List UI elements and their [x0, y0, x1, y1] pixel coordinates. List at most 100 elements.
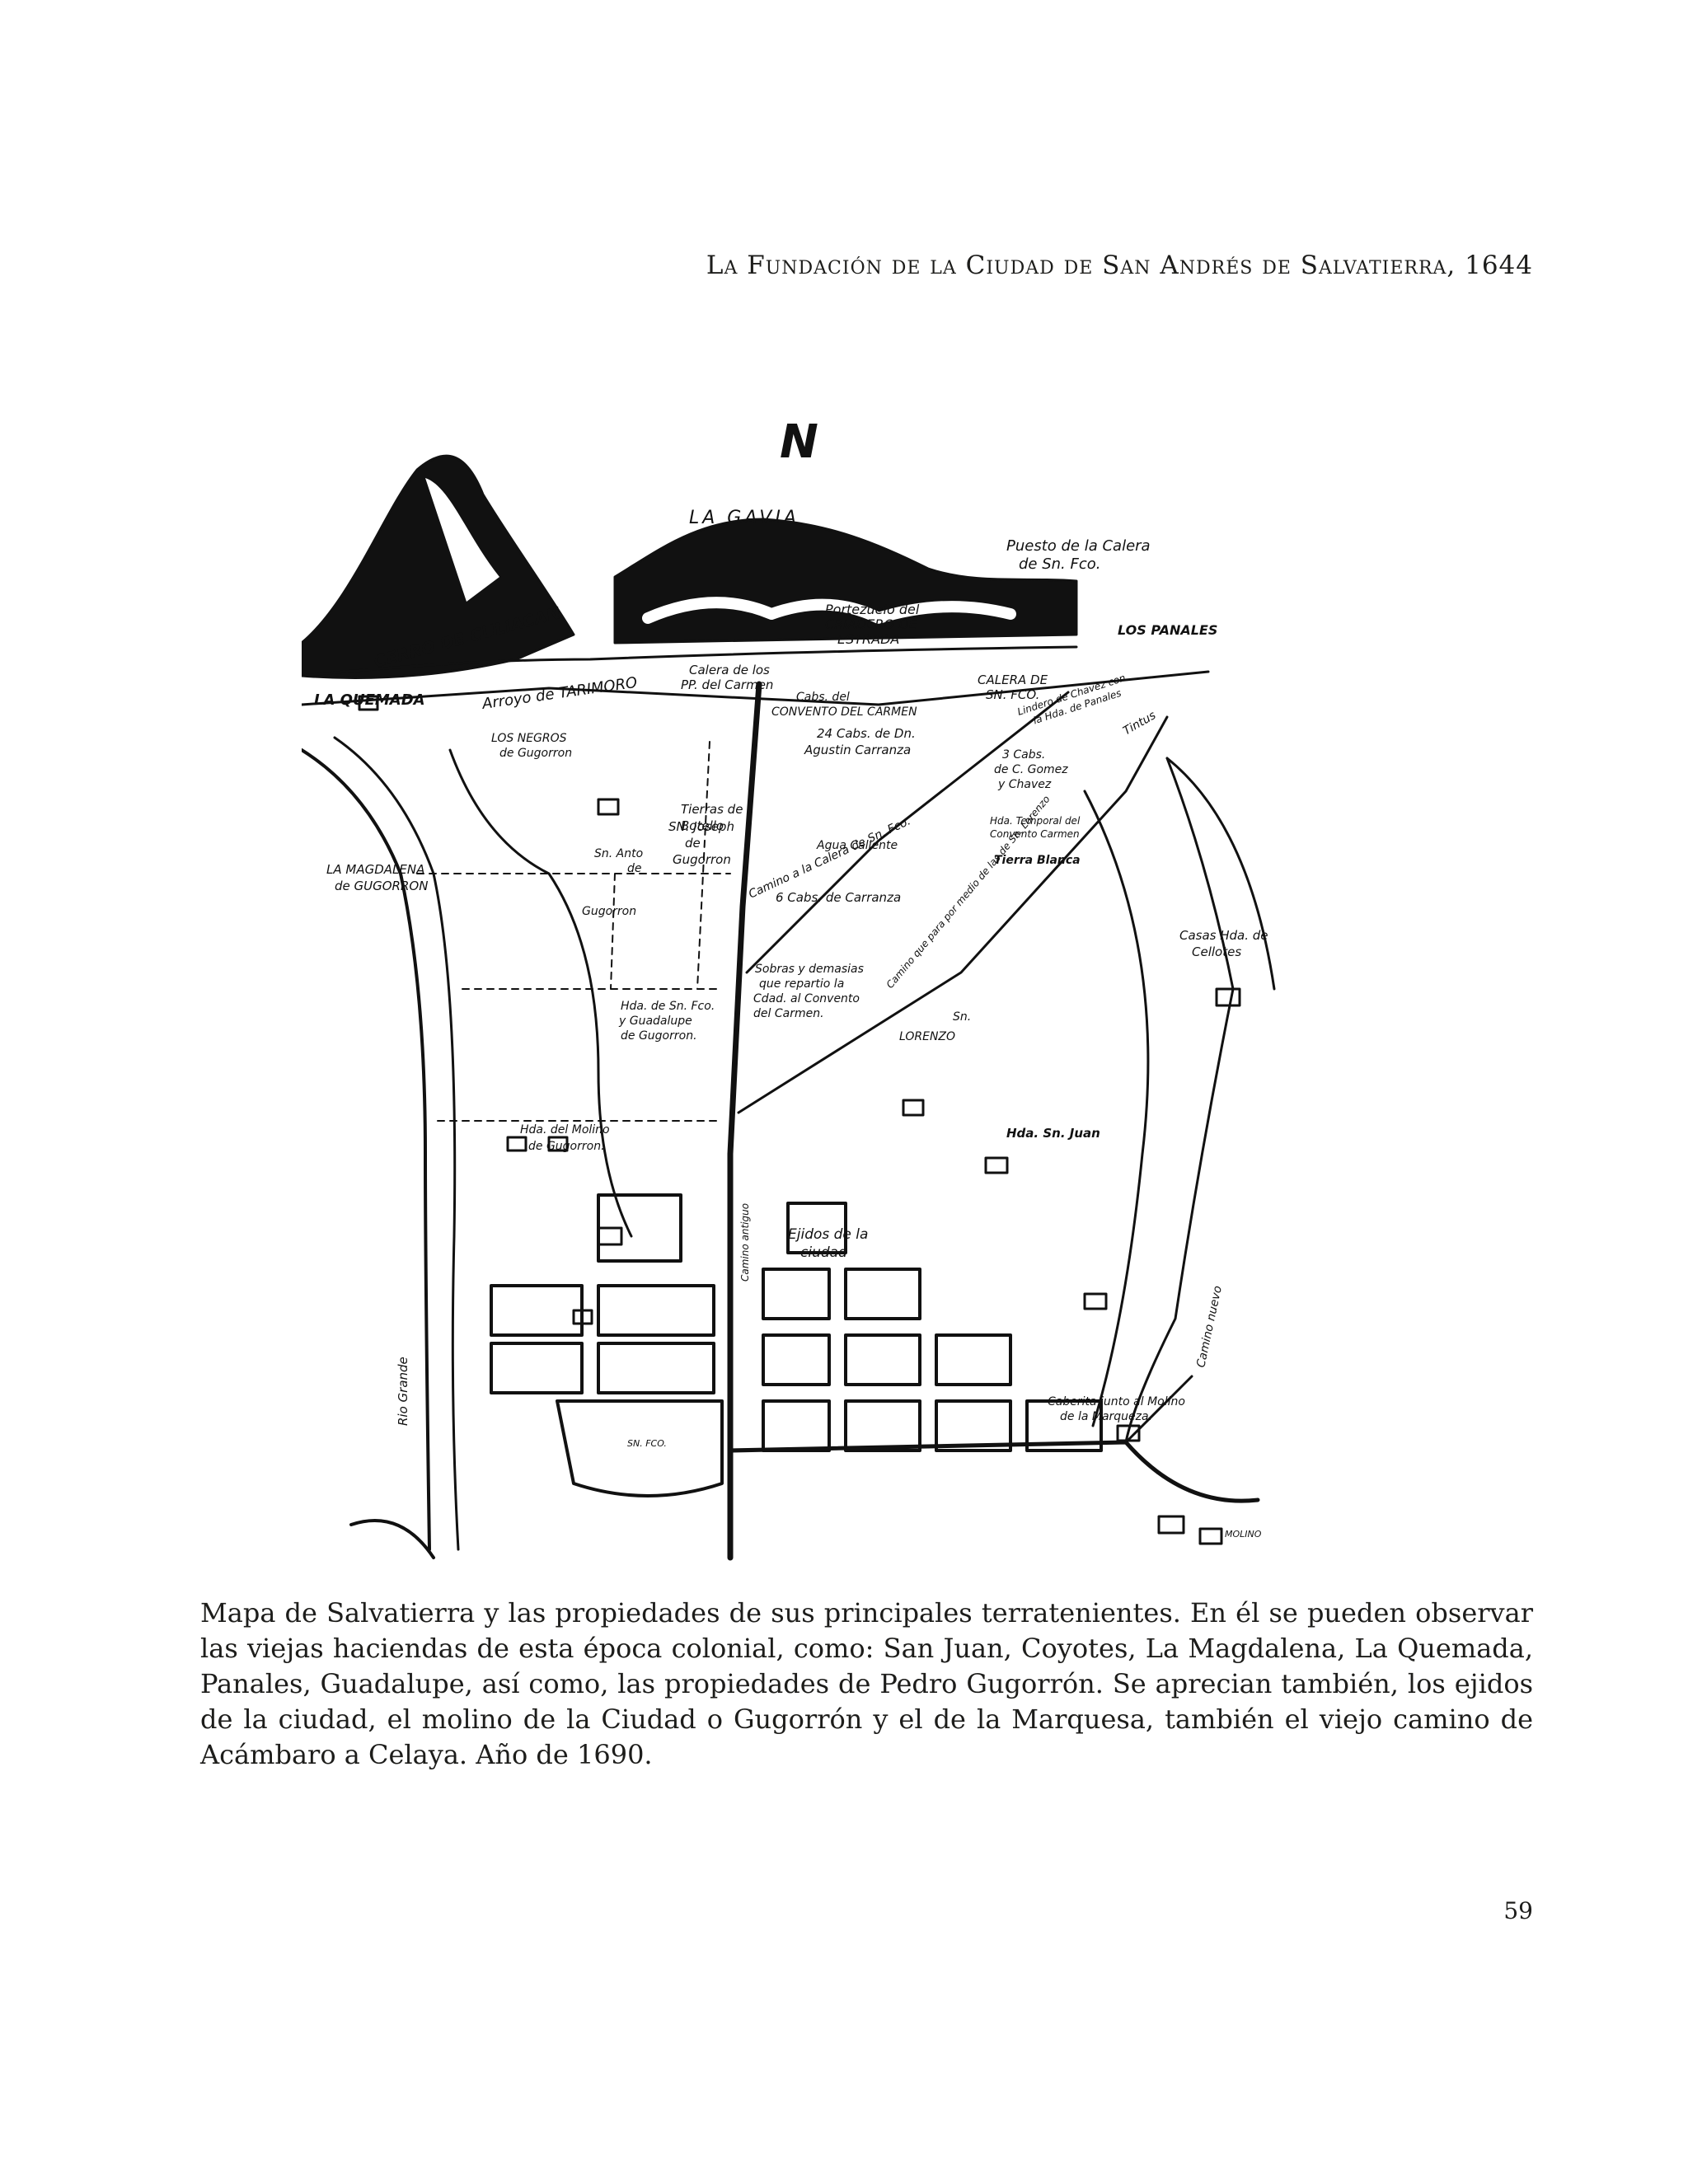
hda-sn-juan-road — [1083, 790, 1150, 1427]
label-calera-pp: Calera de los PP. del Carmen — [681, 663, 774, 692]
label-molino: MOLINO — [1225, 1529, 1262, 1540]
running-head: La Fundación de la Ciudad de San Andrés … — [706, 251, 1533, 280]
label-sn-anto: Sn. Anto de Gugorron — [582, 847, 647, 918]
south-road — [728, 1440, 1260, 1503]
label-camino-antiguo: Camino antiguo — [739, 1203, 751, 1282]
label-cabs-3: 3 Cabs. de C. Gomez y Chavez — [994, 748, 1071, 791]
foothill-band — [302, 645, 1078, 677]
map-caption: Mapa de Salvatierra y las propiedades de… — [200, 1597, 1533, 1770]
ridge-highlights — [642, 597, 1016, 624]
camino-antiguo — [727, 681, 762, 1561]
label-hda-sn-juan: Hda. Sn. Juan — [1006, 1126, 1100, 1141]
label-puesto-calera-line2: de Sn. Fco. — [1019, 555, 1100, 573]
label-sn-joseph: SN. Joseph de Gugorron — [668, 819, 738, 867]
label-cabs-24: 24 Cabs. de Dn. Agustin Carranza — [804, 726, 920, 757]
label-puesto-calera-line1: Puesto de la Calera — [1006, 537, 1151, 555]
camino-nuevo — [1124, 757, 1235, 1444]
label-camino-nuevo: Camino nuevo — [1194, 1285, 1225, 1369]
rio-grande — [302, 748, 431, 1551]
label-hda-temporal-line2: Convento Carmen — [990, 828, 1080, 840]
label-cabs-convento-line2: CONVENTO DEL CARMEN — [771, 705, 917, 719]
rio-grande-bank — [333, 736, 460, 1551]
label-la-quemada: LA QUEMADA — [314, 691, 425, 709]
label-sn-lorenzo-line1: Sn. — [953, 1010, 971, 1024]
label-sn-joseph-line2: de — [685, 836, 701, 851]
label-marquesa-line2: de la Marqueza. — [1060, 1410, 1152, 1423]
label-sn-anto-line2: de — [627, 862, 642, 875]
property-lines — [416, 741, 731, 1122]
label-los-negros-line2: de Gugorron — [499, 747, 572, 760]
label-sn-anto-line1: Sn. Anto — [594, 847, 643, 860]
arroyo-tarimoro — [302, 670, 1210, 706]
road-to-calera — [745, 691, 1070, 974]
label-tierras-botello-line2: Botello — [681, 818, 724, 833]
label-tintus: Tintus — [1121, 709, 1158, 738]
label-la-magdalena-line1: LA MAGDALENA — [326, 862, 424, 877]
label-arroyo: Arroyo de TARIMORO — [481, 674, 639, 713]
label-hda-temporal: Hda. Temporal del Convento Carmen — [990, 815, 1083, 840]
road-to-lorenzo — [737, 715, 1169, 1114]
historical-map: N LA GAVIA CERRO DE CULIACAN LA QUEMADA … — [302, 412, 1292, 1563]
label-la-gavia: LA GAVIA — [689, 508, 799, 528]
label-marquesa: Caberita junto al Molino de la Marqueza. — [1048, 1395, 1189, 1423]
house-marks — [358, 695, 1241, 1545]
label-calera-snfco-line1: CALERA DE — [978, 673, 1048, 687]
label-cabs-convento-line1: Cabs. del — [796, 691, 850, 704]
label-cabs-6: 6 Cabs. de Carranza — [776, 890, 901, 905]
label-portezuelo: Portezuelo del CRIADERO DE ESTRADA — [825, 602, 923, 647]
label-cabs-3-line3: y Chavez — [997, 778, 1052, 791]
label-marquesa-line1: Caberita junto al Molino — [1048, 1395, 1185, 1408]
mountain-light-slope — [425, 478, 499, 602]
label-sn-joseph-line1: SN. Joseph — [668, 819, 734, 834]
label-hda-temporal-line1: Hda. Temporal del — [990, 815, 1081, 827]
label-tierra-blanca: Tierra Blanca — [994, 854, 1081, 867]
label-ejidos-line1: Ejidos de la — [788, 1226, 868, 1243]
label-molino-gugorron-line2: de Gugorron. — [528, 1140, 605, 1153]
label-rio-grande: Rio Grande — [396, 1357, 410, 1426]
label-casas-cellotes: Casas Hda. de Cellotes — [1179, 928, 1272, 959]
label-sobras: Sobras y demasias que repartio la Cdad. … — [753, 963, 867, 1020]
label-sobras-line1: Sobras y demasias — [755, 963, 864, 976]
label-cabs-24-line2: Agustin Carranza — [804, 743, 911, 757]
label-agua-caliente: Agua Caliente — [816, 839, 898, 852]
label-sn-joseph-line3: Gugorron — [673, 852, 731, 867]
label-portezuelo-line3: ESTRADA — [837, 631, 899, 647]
label-sobras-line4: del Carmen. — [753, 1007, 824, 1020]
label-ejidos-line2: ciudad — [800, 1244, 847, 1261]
label-casas-cellotes-line2: Cellotes — [1192, 944, 1241, 959]
label-sobras-line3: Cdad. al Convento — [753, 992, 860, 1005]
label-hda-guadalupe-line1: Hda. de Sn. Fco. — [621, 1000, 715, 1013]
label-sn-lorenzo: Sn. LORENZO — [899, 1010, 975, 1043]
label-sn-lorenzo-line2: LORENZO — [899, 1030, 955, 1043]
label-portezuelo-line2: CRIADERO DE — [825, 616, 918, 632]
label-sn-anto-line3: Gugorron — [582, 905, 636, 918]
label-molino-gugorron: Hda. del Molino de Gugorron. — [520, 1123, 613, 1153]
label-tierras-botello: Tierras de Botello — [681, 802, 747, 833]
river-bottom-left — [349, 1519, 435, 1559]
label-cabs-24-line1: 24 Cabs. de Dn. — [817, 726, 916, 741]
east-road — [1165, 757, 1276, 991]
western-boundary — [448, 748, 633, 1238]
label-calera-pp-line2: PP. del Carmen — [681, 677, 773, 692]
label-los-negros: LOS NEGROS de Gugorron — [491, 732, 572, 760]
label-cabs-convento: Cabs. del CONVENTO DEL CARMEN — [771, 691, 917, 719]
label-tierras-botello-line1: Tierras de — [681, 802, 743, 817]
label-hda-guadalupe-line3: de Gugorron. — [621, 1029, 697, 1043]
label-puesto-calera: Puesto de la Calera de Sn. Fco. — [1006, 537, 1155, 573]
label-hda-guadalupe: Hda. de Sn. Fco. y Guadalupe de Gugorron… — [618, 1000, 719, 1043]
city-outline — [556, 1399, 724, 1497]
label-portezuelo-line1: Portezuelo del — [825, 602, 920, 617]
label-cabs-3-line1: 3 Cabs. — [1002, 748, 1045, 762]
molino-road — [1124, 1375, 1193, 1444]
label-cabs-3-line2: de C. Gomez — [994, 763, 1068, 776]
page-number: 59 — [1503, 1897, 1533, 1924]
label-la-magdalena-line2: de GUGORRON — [335, 879, 428, 893]
label-ejidos: Ejidos de la ciudad — [788, 1226, 873, 1261]
label-los-panales: LOS PANALES — [1118, 622, 1217, 638]
label-casas-cellotes-line1: Casas Hda. de — [1179, 928, 1268, 943]
label-calera-pp-line1: Calera de los — [689, 663, 770, 677]
cerro-culiacan-mountain — [302, 454, 575, 679]
label-calera-snfco-line2: SN. FCO. — [986, 687, 1039, 702]
north-arrow-label: N — [780, 415, 818, 469]
label-calera-snfco: CALERA DE SN. FCO. — [978, 673, 1052, 702]
